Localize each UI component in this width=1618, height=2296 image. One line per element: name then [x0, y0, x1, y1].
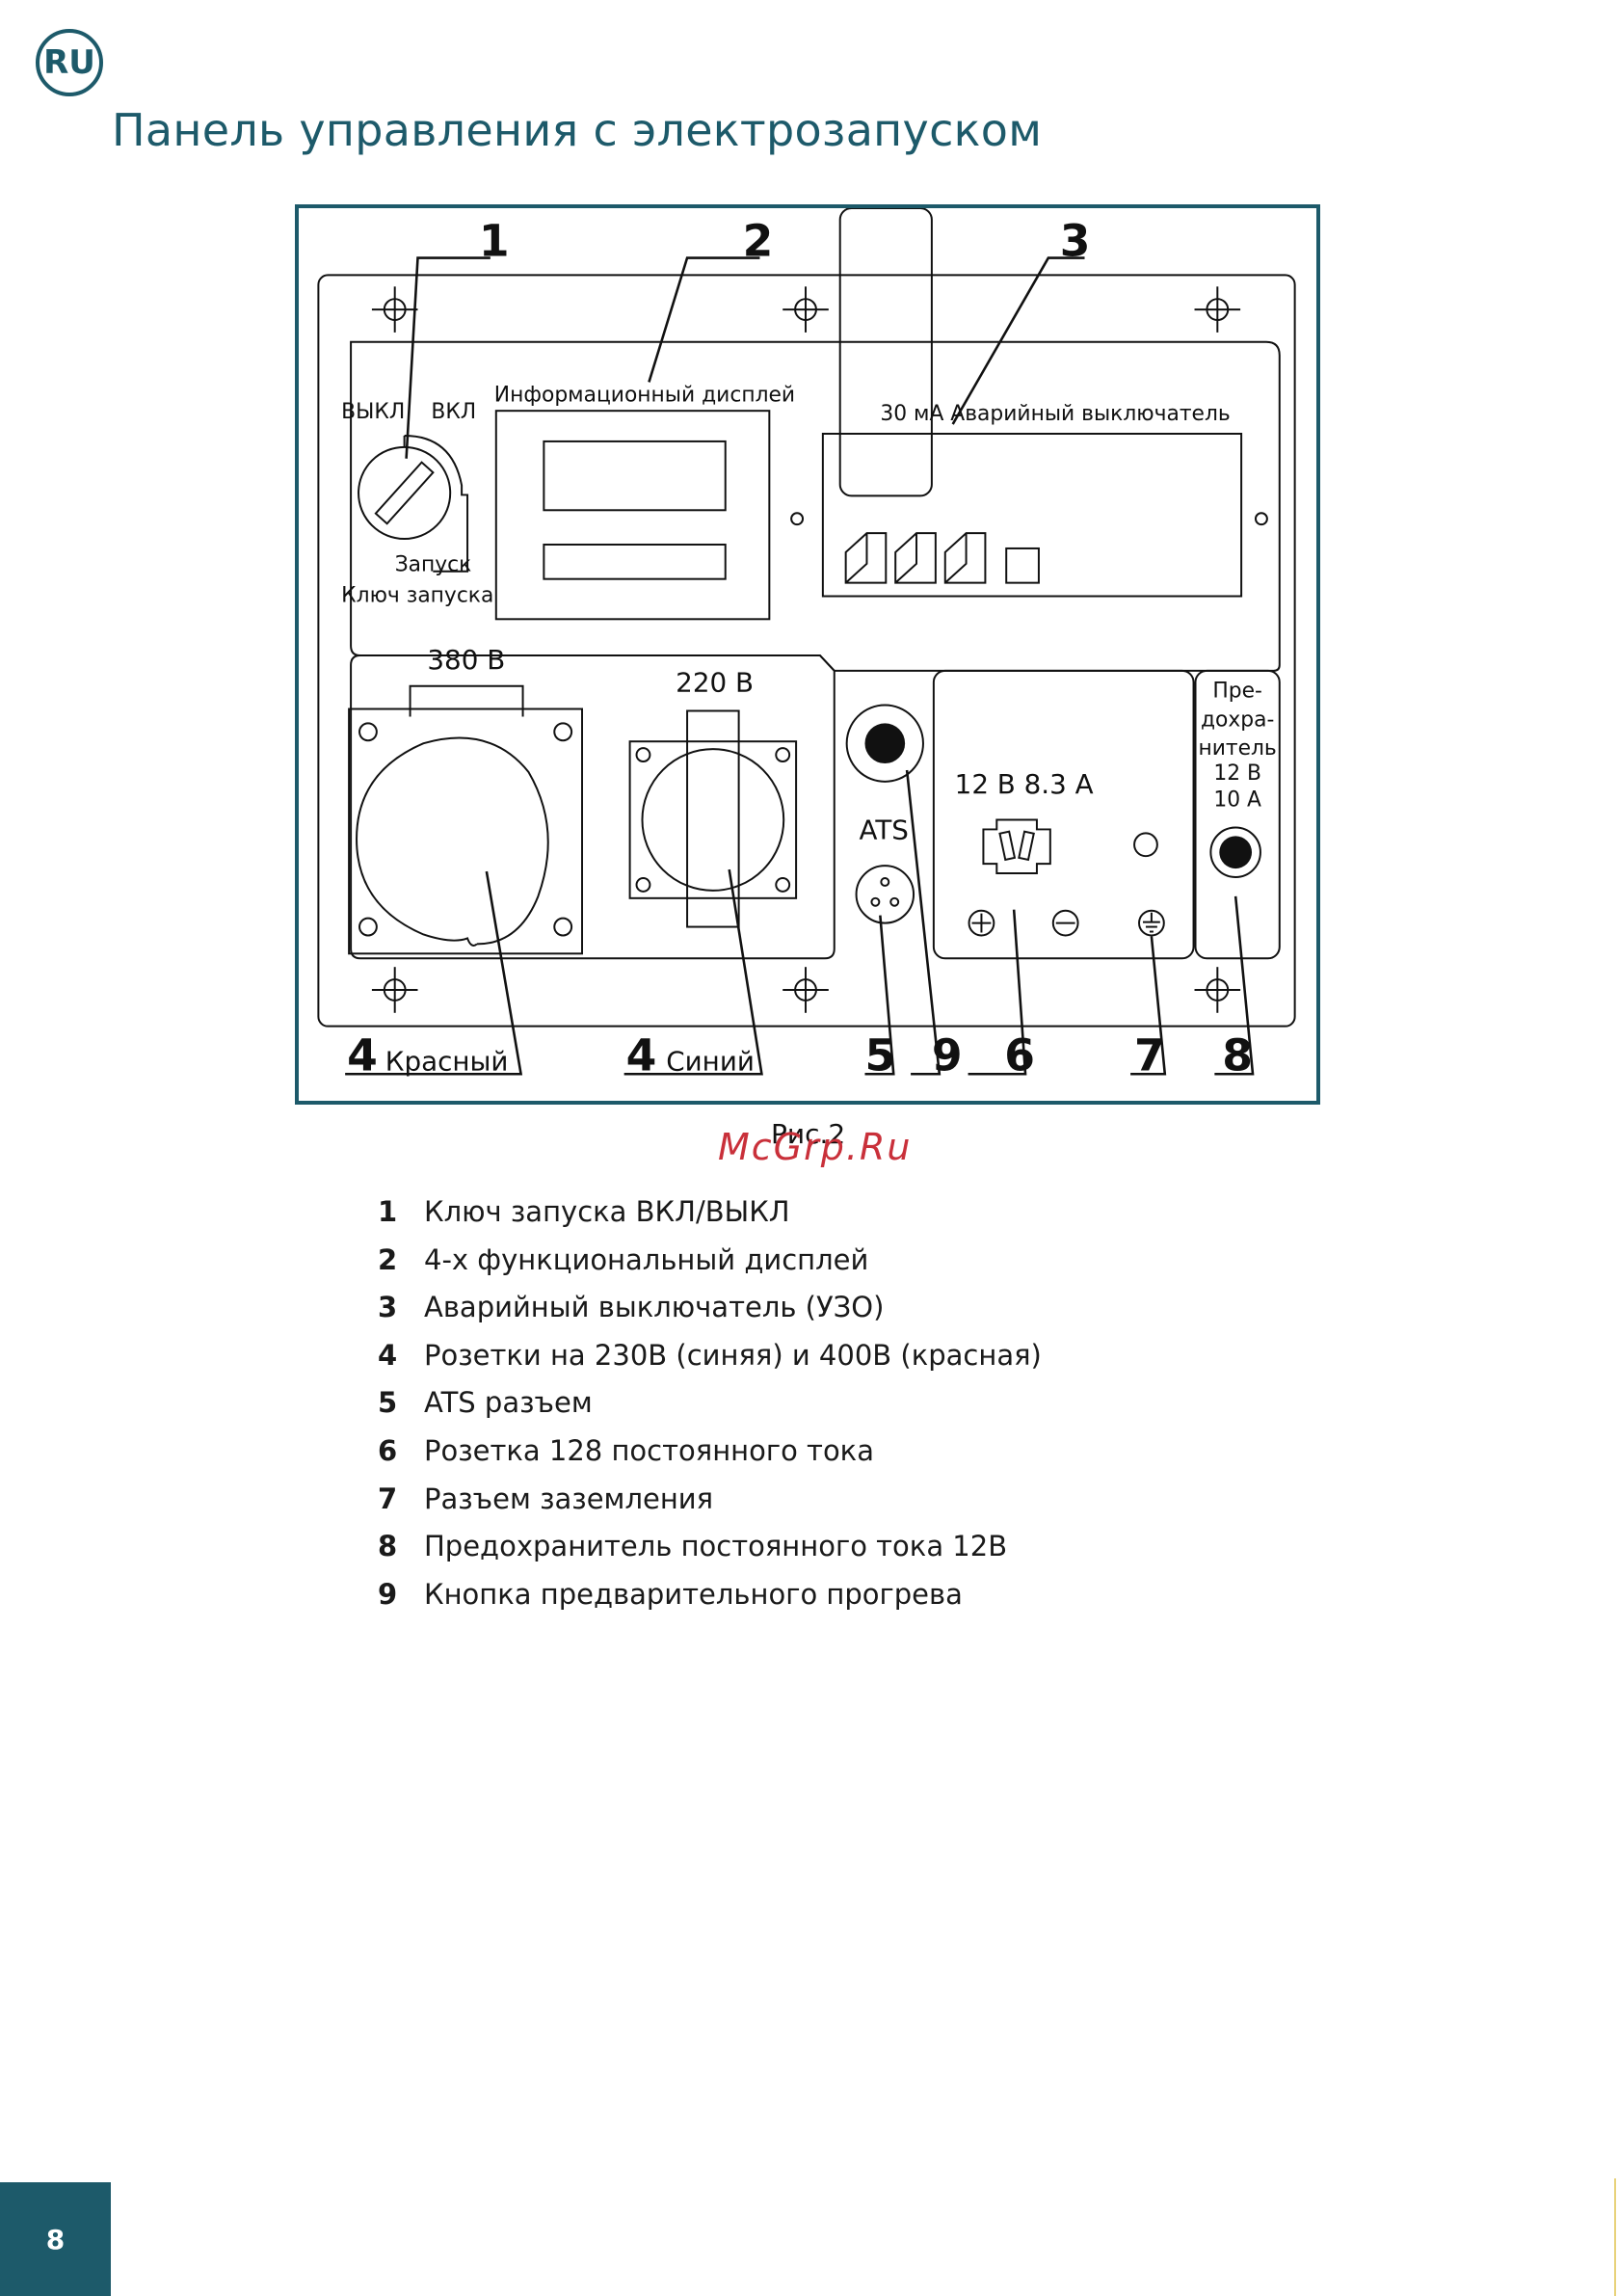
- socket-380v: [348, 684, 584, 955]
- key-on-label: ВКЛ: [431, 400, 476, 424]
- socket-220v: [628, 709, 798, 928]
- page-number: 8: [45, 2223, 66, 2256]
- legend-item: 4 Розетки на 230В (синяя) и 400В (красная…: [378, 1339, 1341, 1387]
- dc-panel: [932, 669, 1195, 960]
- callout-2: 2: [743, 216, 774, 267]
- label-220v: 220 В: [676, 667, 754, 699]
- callout-4-red: 4: [347, 1029, 378, 1081]
- language-code: RU: [43, 43, 95, 82]
- key-label: Ключ запуска: [341, 583, 493, 607]
- leader-lines: [345, 256, 1255, 1076]
- callout-7: 7: [1134, 1029, 1165, 1081]
- legend-text: Ключ запуска ВКЛ/ВЫКЛ: [424, 1195, 790, 1228]
- screw: [782, 967, 829, 1013]
- ats-connector: [855, 865, 915, 924]
- callout-4-blue: 4: [626, 1029, 657, 1081]
- legend-text: Разъем заземления: [424, 1482, 714, 1515]
- outer-plate: [317, 274, 1296, 1028]
- info-display: [494, 410, 771, 621]
- fuse-label-line5: 10 А: [1213, 788, 1261, 813]
- rcd-breaker: [790, 432, 1268, 598]
- callout-5: 5: [864, 1029, 895, 1081]
- callout-3: 3: [1060, 216, 1091, 267]
- screw: [371, 967, 418, 1013]
- screw: [1194, 967, 1241, 1013]
- minus-terminal-icon: [1051, 909, 1079, 937]
- page-title: Панель управления с электрозапуском: [112, 104, 1043, 156]
- callout-6: 6: [1004, 1029, 1035, 1081]
- legend-number: 9: [378, 1577, 398, 1611]
- legend-text: Предохранитель постоянного тока 12В: [424, 1530, 1008, 1563]
- legend-number: 4: [378, 1338, 398, 1372]
- key-off-label: ВЫКЛ: [341, 400, 405, 424]
- page-edge-mark: [1614, 2178, 1616, 2296]
- control-panel-diagram: ВЫКЛ ВКЛ Запуск Ключ запуска Информацион…: [317, 208, 1296, 1081]
- label-blue: Синий: [666, 1045, 755, 1077]
- ats-label: ATS: [860, 814, 909, 845]
- figure-caption: Рис.2: [771, 1118, 846, 1150]
- mounting-screws: [371, 286, 1241, 1013]
- legend-item: 8 Предохранитель постоянного тока 12В: [378, 1530, 1341, 1578]
- control-panel-figure: ВЫКЛ ВКЛ Запуск Ключ запуска Информацион…: [295, 204, 1320, 1105]
- legend-number: 2: [378, 1242, 398, 1276]
- display-label: Информационный дисплей: [494, 383, 795, 407]
- socket-panel: [350, 654, 836, 960]
- legend-item: 5 ATS разъем: [378, 1386, 1341, 1434]
- screw: [1194, 286, 1241, 333]
- language-badge: RU: [36, 29, 103, 96]
- legend-number: 5: [378, 1386, 398, 1420]
- callout-1: 1: [479, 216, 510, 267]
- fuse-label-line4: 12 В: [1213, 761, 1261, 786]
- legend-text: Розетка 128 постоянного тока: [424, 1433, 874, 1467]
- legend-number: 1: [378, 1195, 398, 1228]
- legend-text: ATS разъем: [424, 1386, 593, 1420]
- plus-terminal-icon: [968, 909, 995, 937]
- preheat-button: [845, 704, 924, 783]
- legend-text: Кнопка предварительного прогрева: [424, 1577, 963, 1611]
- legend-number: 7: [378, 1482, 398, 1515]
- legend-item: 3 Аварийный выключатель (УЗО): [378, 1291, 1341, 1339]
- callout-9: 9: [932, 1029, 963, 1081]
- legend-text: 4-х функциональный дисплей: [424, 1242, 869, 1276]
- screw: [371, 286, 418, 333]
- page-number-tab: 8: [0, 2182, 111, 2296]
- legend-text: Розетки на 230В (синяя) и 400В (красная): [424, 1338, 1042, 1372]
- legend-item: 2 4-х функциональный дисплей: [378, 1243, 1341, 1292]
- legend-number: 6: [378, 1433, 398, 1467]
- screw: [782, 286, 829, 333]
- fuse-label-line3: нитель: [1198, 736, 1276, 761]
- label-380v: 380 В: [427, 644, 505, 676]
- fuse-label-line2: дохра-: [1201, 707, 1274, 732]
- ground-icon: [1138, 909, 1165, 937]
- upper-panel: [350, 340, 1281, 672]
- breaker-label: 30 мА Аварийный выключатель: [880, 402, 1230, 426]
- legend-item: 1 Ключ запуска ВКЛ/ВЫКЛ: [378, 1195, 1341, 1243]
- label-red: Красный: [385, 1045, 509, 1077]
- watermark: McGrp.Ru: [718, 1126, 913, 1168]
- legend-item: 9 Кнопка предварительного прогрева: [378, 1578, 1341, 1626]
- legend-item: 6 Розетка 128 постоянного тока: [378, 1434, 1341, 1482]
- fuse-panel: [1194, 669, 1281, 960]
- legend-item: 7 Разъем заземления: [378, 1482, 1341, 1531]
- dc-label: 12 В 8.3 А: [955, 768, 1094, 800]
- ats-panel: [838, 208, 933, 497]
- legend-list: 1 Ключ запуска ВКЛ/ВЫКЛ 2 4-х функциональн…: [378, 1195, 1341, 1625]
- key-switch: [358, 434, 469, 573]
- callout-8: 8: [1222, 1029, 1253, 1081]
- legend-text: Аварийный выключатель (УЗО): [424, 1291, 885, 1324]
- fuse-holder: [1209, 826, 1261, 878]
- legend-number: 3: [378, 1291, 398, 1324]
- dc-outlet: [982, 818, 1158, 875]
- key-start-label: Запуск: [395, 553, 472, 577]
- fuse-label-line1: Пре-: [1212, 680, 1262, 704]
- legend-number: 8: [378, 1530, 398, 1563]
